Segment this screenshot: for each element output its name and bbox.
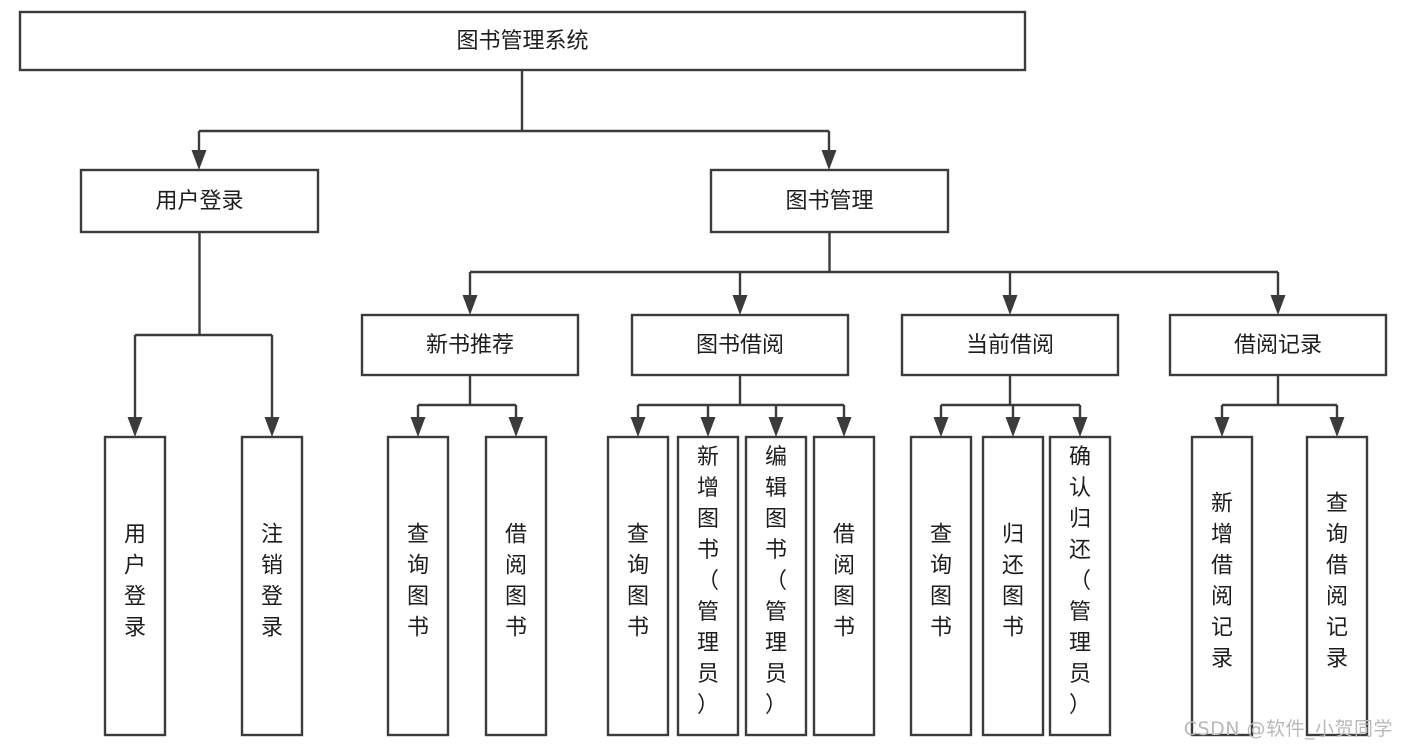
node-leaf-borrow-book-recommend[interactable]: 借阅图书 (484, 435, 548, 737)
node-new-book-recommend-box[interactable] (360, 313, 580, 377)
node-leaf-query-book-borrow-label: 查询图书 (627, 523, 649, 641)
node-leaf-add-book-admin-label: 新增图书（管理员） (697, 445, 719, 718)
node-borrow-record-box[interactable] (1168, 313, 1388, 377)
node-book-management-box[interactable] (709, 168, 950, 234)
node-leaf-confirm-return-admin[interactable]: 确认归还（管理员） (1048, 435, 1112, 737)
node-user-login-label: 用户登录 (155, 189, 243, 214)
node-book-borrow[interactable]: 图书借阅 (630, 313, 850, 377)
node-leaf-return-book[interactable]: 归还图书 (981, 435, 1045, 737)
node-leaf-query-book-current-label: 查询图书 (930, 523, 952, 641)
node-leaf-query-borrow-record-box[interactable] (1305, 435, 1369, 737)
node-leaf-query-book-current-box[interactable] (909, 435, 973, 737)
node-book-management[interactable]: 图书管理 (709, 168, 950, 234)
node-leaf-logout-label: 注销登录 (261, 523, 283, 641)
node-leaf-add-book-admin-box[interactable] (676, 435, 740, 737)
node-leaf-user-login-box[interactable] (103, 435, 167, 737)
node-root-root-box[interactable] (18, 10, 1027, 72)
node-leaf-borrow-book-label: 借阅图书 (833, 523, 855, 641)
node-new-book-recommend[interactable]: 新书推荐 (360, 313, 580, 377)
node-leaf-edit-book-admin[interactable]: 编辑图书（管理员） (744, 435, 808, 737)
node-user-login[interactable]: 用户登录 (79, 168, 320, 234)
csdn-watermark: CSDN @软件_小贺同学 (1183, 718, 1393, 740)
node-current-borrow-box[interactable] (900, 313, 1120, 377)
node-boxes: 图书管理系统用户登录图书管理新书推荐图书借阅当前借阅借阅记录用户登录注销登录查询… (18, 10, 1388, 737)
node-borrow-record-label: 借阅记录 (1234, 333, 1322, 358)
node-leaf-confirm-return-admin-box[interactable] (1048, 435, 1112, 737)
node-current-borrow[interactable]: 当前借阅 (900, 313, 1120, 377)
node-book-borrow-box[interactable] (630, 313, 850, 377)
node-leaf-edit-book-admin-label: 编辑图书（管理员） (765, 445, 787, 718)
node-leaf-user-login[interactable]: 用户登录 (103, 435, 167, 737)
node-leaf-query-book-recommend-label: 查询图书 (407, 523, 429, 641)
node-leaf-logout-box[interactable] (240, 435, 304, 737)
node-leaf-add-borrow-record-label: 新增借阅记录 (1211, 492, 1233, 672)
node-leaf-borrow-book-box[interactable] (812, 435, 876, 737)
node-leaf-logout[interactable]: 注销登录 (240, 435, 304, 737)
node-user-login-box[interactable] (79, 168, 320, 234)
node-borrow-record[interactable]: 借阅记录 (1168, 313, 1388, 377)
connector-lines (127, 70, 1345, 437)
node-leaf-query-book-current[interactable]: 查询图书 (909, 435, 973, 737)
node-leaf-query-book-borrow-box[interactable] (606, 435, 670, 737)
node-leaf-query-book-recommend-box[interactable] (386, 435, 450, 737)
node-current-borrow-label: 当前借阅 (966, 333, 1054, 358)
node-root-root-label: 图书管理系统 (456, 29, 588, 54)
node-leaf-add-borrow-record-box[interactable] (1190, 435, 1254, 737)
node-book-management-label: 图书管理 (785, 189, 873, 214)
node-leaf-query-borrow-record[interactable]: 查询借阅记录 (1305, 435, 1369, 737)
node-leaf-borrow-book[interactable]: 借阅图书 (812, 435, 876, 737)
node-leaf-return-book-label: 归还图书 (1002, 523, 1024, 641)
node-leaf-query-book-borrow[interactable]: 查询图书 (606, 435, 670, 737)
node-leaf-user-login-label: 用户登录 (124, 523, 146, 641)
node-leaf-return-book-box[interactable] (981, 435, 1045, 737)
node-leaf-add-book-admin[interactable]: 新增图书（管理员） (676, 435, 740, 737)
node-leaf-add-borrow-record[interactable]: 新增借阅记录 (1190, 435, 1254, 737)
node-leaf-query-borrow-record-label: 查询借阅记录 (1326, 492, 1348, 672)
node-book-borrow-label: 图书借阅 (696, 333, 784, 358)
node-leaf-borrow-book-recommend-box[interactable] (484, 435, 548, 737)
node-leaf-edit-book-admin-box[interactable] (744, 435, 808, 737)
node-leaf-query-book-recommend[interactable]: 查询图书 (386, 435, 450, 737)
node-root-root[interactable]: 图书管理系统 (18, 10, 1027, 72)
node-leaf-borrow-book-recommend-label: 借阅图书 (505, 523, 527, 641)
node-leaf-confirm-return-admin-label: 确认归还（管理员） (1069, 445, 1091, 718)
node-new-book-recommend-label: 新书推荐 (426, 333, 514, 358)
